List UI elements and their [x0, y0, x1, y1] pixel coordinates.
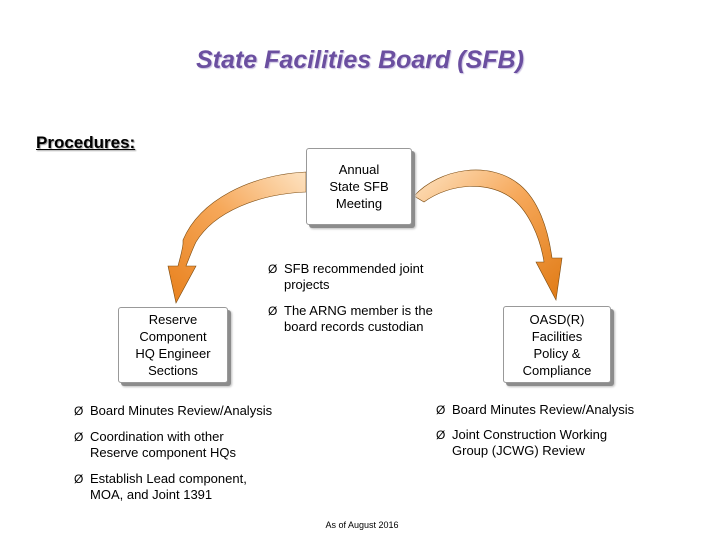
bullet-arrow-icon: Ø [74, 430, 84, 444]
bullet-arrow-icon: Ø [268, 262, 278, 276]
left-bullet-3: Ø Establish Lead component, MOA, and Joi… [74, 471, 247, 502]
annual-meeting-box: Annual State SFB Meeting [306, 148, 412, 225]
bullet-arrow-icon: Ø [74, 404, 84, 418]
center-bullet-2: Ø The ARNG member is the board records c… [268, 303, 433, 334]
left-bullet-1: Ø Board Minutes Review/Analysis [74, 403, 273, 418]
procedures-heading: Procedures: [36, 133, 136, 152]
oasd-box: OASD(R) Facilities Policy & Compliance [503, 306, 611, 383]
annual-meeting-label: Annual State SFB Meeting [329, 162, 389, 211]
reserve-component-box: Reserve Component HQ Engineer Sections [118, 307, 228, 383]
reserve-component-label: Reserve Component HQ Engineer Sections [135, 312, 211, 378]
bullet-arrow-icon: Ø [436, 428, 446, 442]
bullet-arrow-icon: Ø [436, 403, 446, 417]
bullet-arrow-icon: Ø [74, 472, 84, 486]
date-footer: As of August 2016 [325, 520, 399, 530]
right-bullet-2: Ø Joint Construction Working Group (JCWG… [436, 427, 608, 458]
page-title: State Facilities Board (SFB) [196, 46, 524, 74]
left-arrow [167, 171, 307, 304]
left-bullet-2: Ø Coordination with other Reserve compon… [74, 429, 236, 460]
right-bullet-1: Ø Board Minutes Review/Analysis [436, 402, 635, 417]
bullet-arrow-icon: Ø [268, 304, 278, 318]
oasd-label: OASD(R) Facilities Policy & Compliance [522, 311, 592, 378]
center-bullet-1: Ø SFB recommended joint projects [268, 261, 424, 292]
right-arrow [413, 169, 563, 301]
